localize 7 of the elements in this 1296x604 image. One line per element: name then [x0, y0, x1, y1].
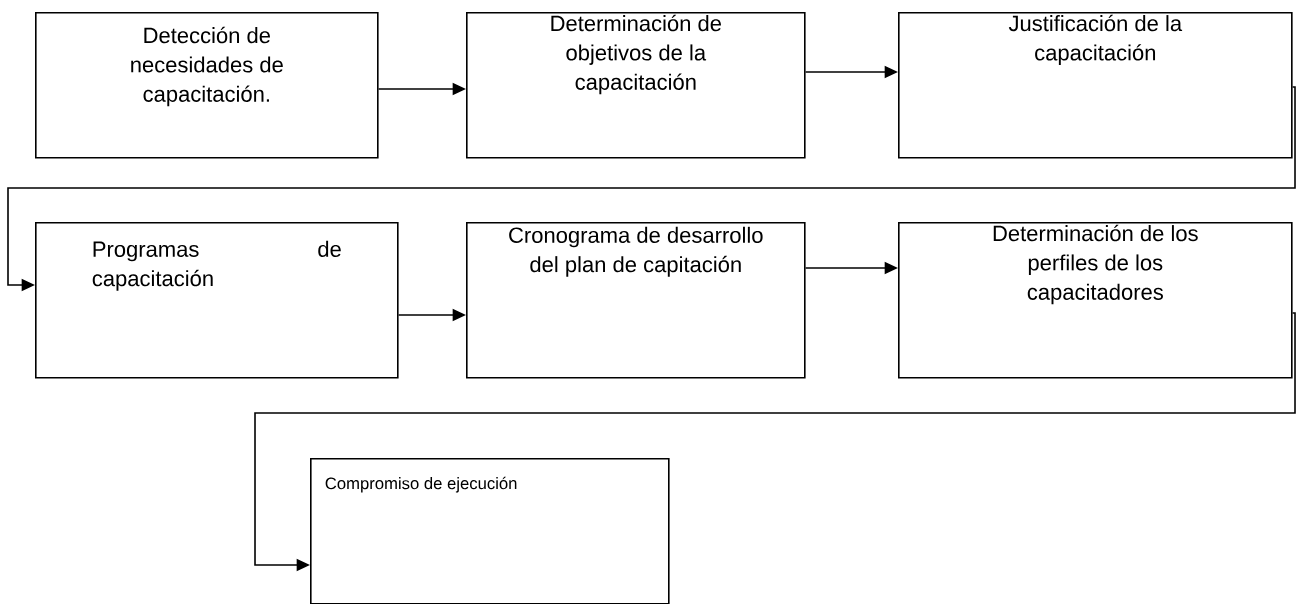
process-box: Justificación de la capacitación — [898, 12, 1293, 159]
process-box: Determinación de los perfiles de los capacitadores — [898, 222, 1293, 379]
process-box: Programas de capacitación — [35, 222, 399, 379]
process-box: Detección de necesidades de capacitación. — [35, 12, 379, 159]
process-box: Determinación de objetivos de la capacitación — [466, 12, 806, 159]
process-box: Cronograma de desarrollo del plan de capitación — [466, 222, 806, 379]
process-box: Compromiso de ejecución — [310, 458, 670, 604]
